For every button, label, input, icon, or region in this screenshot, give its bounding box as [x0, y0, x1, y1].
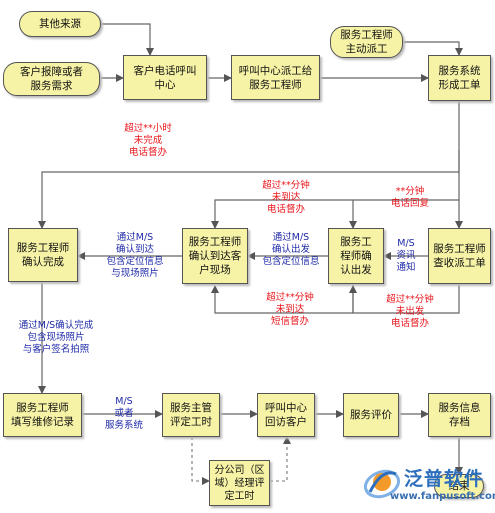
arrow-branch-to-callback: [270, 436, 291, 482]
logo-url: www.fanpusoft.com: [390, 491, 495, 502]
label-over-min-depart-phone: 超过**分钟 未出发 电话督办: [386, 294, 434, 329]
arrow-over-min-arrive: [211, 199, 353, 229]
node-rate-hours: 服务主管 评定工时: [162, 393, 220, 437]
label-over-min-arrive-phone: 超过**分钟 未到达 电话督办: [262, 180, 310, 215]
logo-mark-icon: [364, 469, 400, 499]
node-archive: 服务信息 存档: [428, 393, 491, 437]
label-confirm-arrive-photo: 通过M/S 确认到达 包含定位信息 与现场照片: [106, 232, 164, 279]
node-system-ticket: 服务系统 形成工单: [428, 55, 491, 101]
node-other-source: 其他来源: [19, 11, 101, 37]
node-branch-manager: 分公司（区 域）经理评 定工时: [209, 460, 270, 506]
node-engineer-self: 服务工程师 主动派工: [330, 26, 403, 58]
label-over-min-sms: 超过**分钟 未到达 短信督办: [266, 292, 314, 327]
watermark-logo: 泛普软件 www.fanpusoft.com: [360, 460, 495, 513]
node-customer-call: 客户电话呼叫 中心: [123, 55, 207, 100]
arrow-rate-to-branch: [191, 437, 210, 485]
label-confirm-depart-loc: 通过M/S 确认出发 包含定位信息: [262, 232, 320, 267]
arrow-over-hours: [38, 150, 460, 229]
label-phone-reply: **分钟 电话回复: [390, 186, 429, 209]
node-confirm-depart: 服务工 程师确 认出发: [328, 228, 384, 284]
node-fill-record: 服务工程师 填写维修记录: [3, 393, 82, 437]
label-over-hours: 超过**小时 未完成 电话督办: [124, 123, 172, 158]
node-dispatch: 呼叫中心派工给 服务工程师: [231, 55, 320, 100]
node-check-ticket: 服务工程师 查收派工单: [428, 228, 491, 284]
node-confirm-done: 服务工程师 确认完成: [8, 228, 78, 282]
node-evaluate: 服务评价: [343, 393, 399, 437]
arrow-other-to-call: [101, 23, 154, 56]
arrow-depart-loop: [349, 284, 460, 314]
label-ms-notify: M/S 资讯 通知: [396, 238, 416, 273]
node-end: 结束: [434, 474, 484, 498]
node-callback: 呼叫中心 回访客户: [257, 393, 315, 437]
logo-name: 泛普软件: [404, 468, 485, 490]
arrow-self-to-ticket: [403, 41, 463, 56]
label-ms-or-system: M/S 或者 服务系统: [104, 396, 143, 431]
label-confirm-done-photo: 通过M/S确认完成 包含现场照片 与客户签名拍照: [18, 320, 94, 355]
node-confirm-arrive: 服务工程师 确认到达客 户现场: [182, 228, 248, 284]
node-customer-report: 客户报障或者 服务需求: [3, 62, 100, 96]
